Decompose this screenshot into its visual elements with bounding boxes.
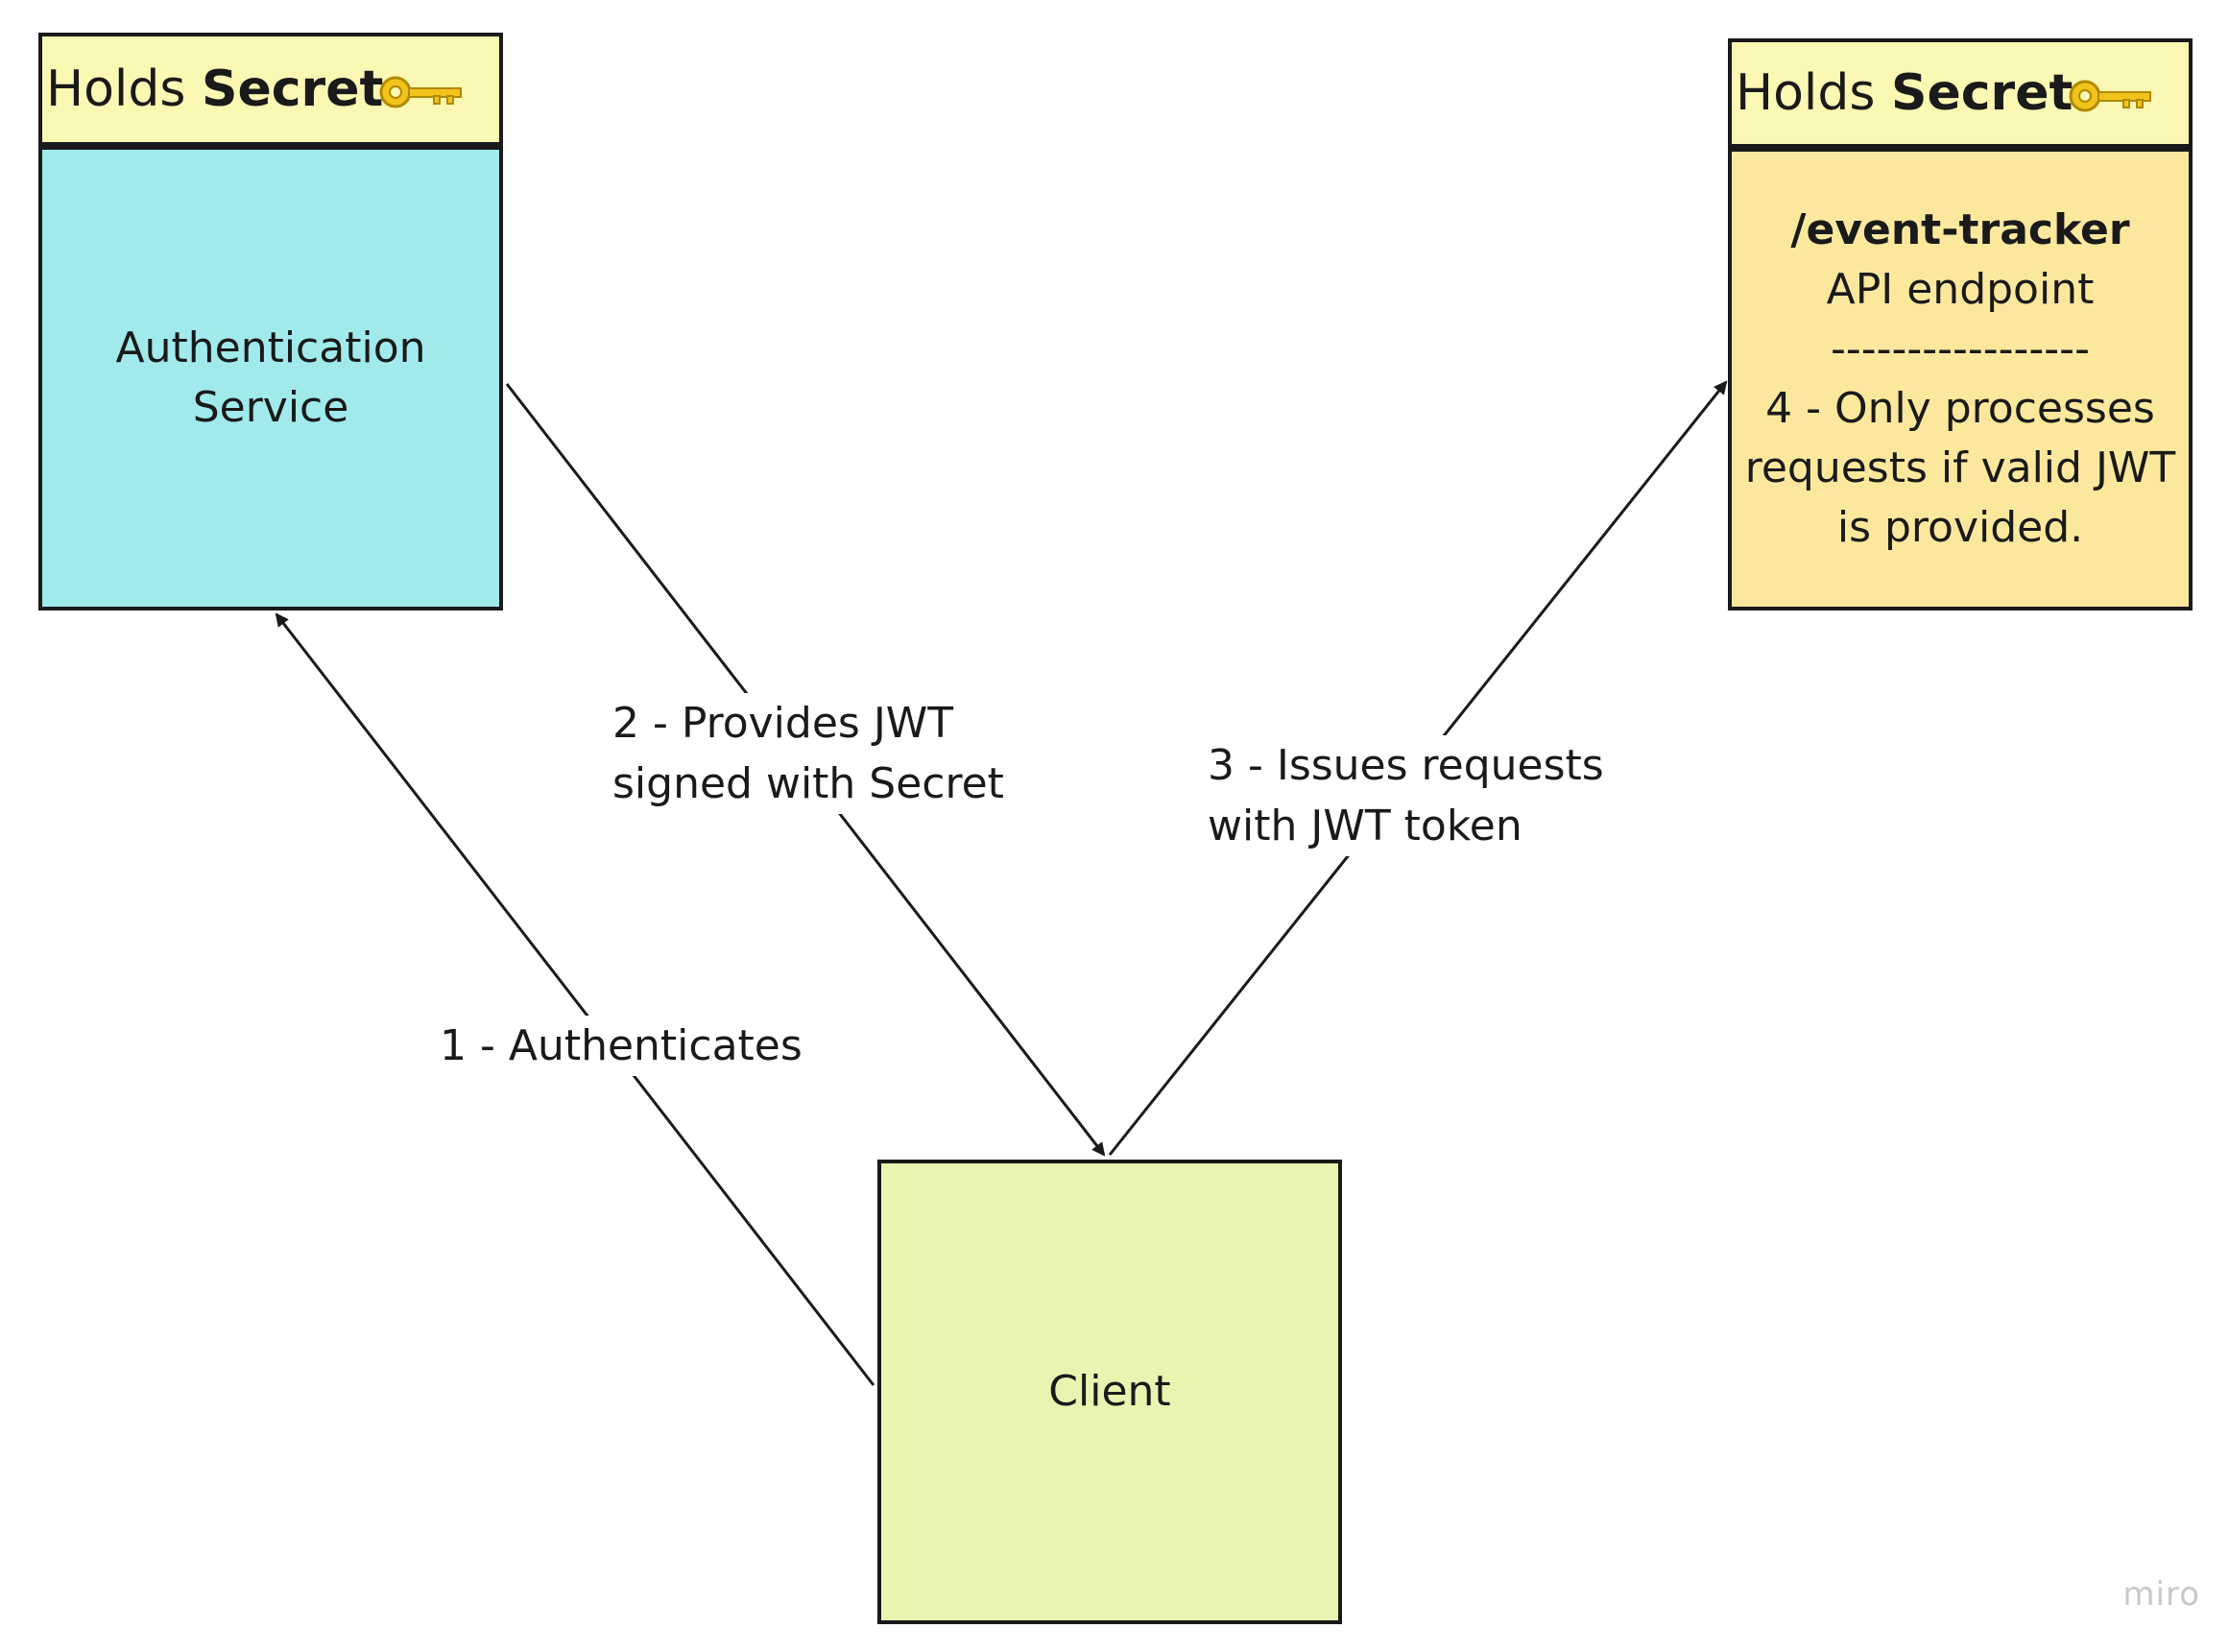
endpoint-note-line-1: 4 - Only processes <box>1765 384 2155 433</box>
secret-header-text: Holds Secret <box>1736 68 2073 118</box>
authentication-service-line-2: Service <box>192 383 349 432</box>
client-node[interactable]: Client <box>877 1160 1342 1624</box>
endpoint-path: /event-tracker <box>1790 205 2130 254</box>
auth-service-secret-header[interactable]: Holds Secret <box>38 33 503 146</box>
authentication-service-line-1: Authentication <box>115 323 426 372</box>
secret-header-bold: Secret <box>202 60 384 118</box>
miro-watermark: miro <box>2122 1575 2200 1614</box>
event-tracker-endpoint-node[interactable]: /event-tracker API endpoint ------------… <box>1728 148 2193 611</box>
api-endpoint-secret-header[interactable]: Holds Secret <box>1728 38 2193 148</box>
edge-label-provides-jwt-line-1: 2 - Provides JWT <box>612 699 954 748</box>
endpoint-note-line-2: requests if valid JWT <box>1744 443 2176 492</box>
secret-header-bold: Secret <box>1891 64 2073 122</box>
secret-header-prefix: Holds <box>1736 64 1876 122</box>
authentication-service-label: Authentication Service <box>116 319 426 438</box>
edge-label-issues-requests: 3 - Issues requests with JWT token <box>1202 735 1610 856</box>
edge-label-provides-jwt: 2 - Provides JWT signed with Secret <box>607 693 1010 814</box>
event-tracker-content: /event-tracker API endpoint ------------… <box>1745 201 2176 558</box>
authentication-service-node[interactable]: Authentication Service <box>38 146 503 611</box>
edge-authenticate-line[interactable] <box>275 612 875 1386</box>
edge-label-issues-requests-line-1: 3 - Issues requests <box>1208 741 1604 790</box>
edge-label-authenticates-line-1: 1 - Authenticates <box>440 1021 803 1070</box>
client-label: Client <box>1048 1367 1171 1416</box>
edge-label-issues-requests-line-2: with JWT token <box>1208 802 1522 850</box>
endpoint-note-line-3: is provided. <box>1836 503 2084 552</box>
edge-label-authenticates: 1 - Authenticates <box>434 1016 808 1076</box>
key-icon <box>2069 80 2151 112</box>
key-icon <box>379 76 462 108</box>
edge-label-provides-jwt-line-2: signed with Secret <box>612 759 1004 808</box>
secret-header-text: Holds Secret <box>46 64 383 114</box>
endpoint-divider: ----------------- <box>1831 324 2090 373</box>
secret-header-prefix: Holds <box>46 60 186 118</box>
endpoint-subtitle: API endpoint <box>1826 265 2095 314</box>
